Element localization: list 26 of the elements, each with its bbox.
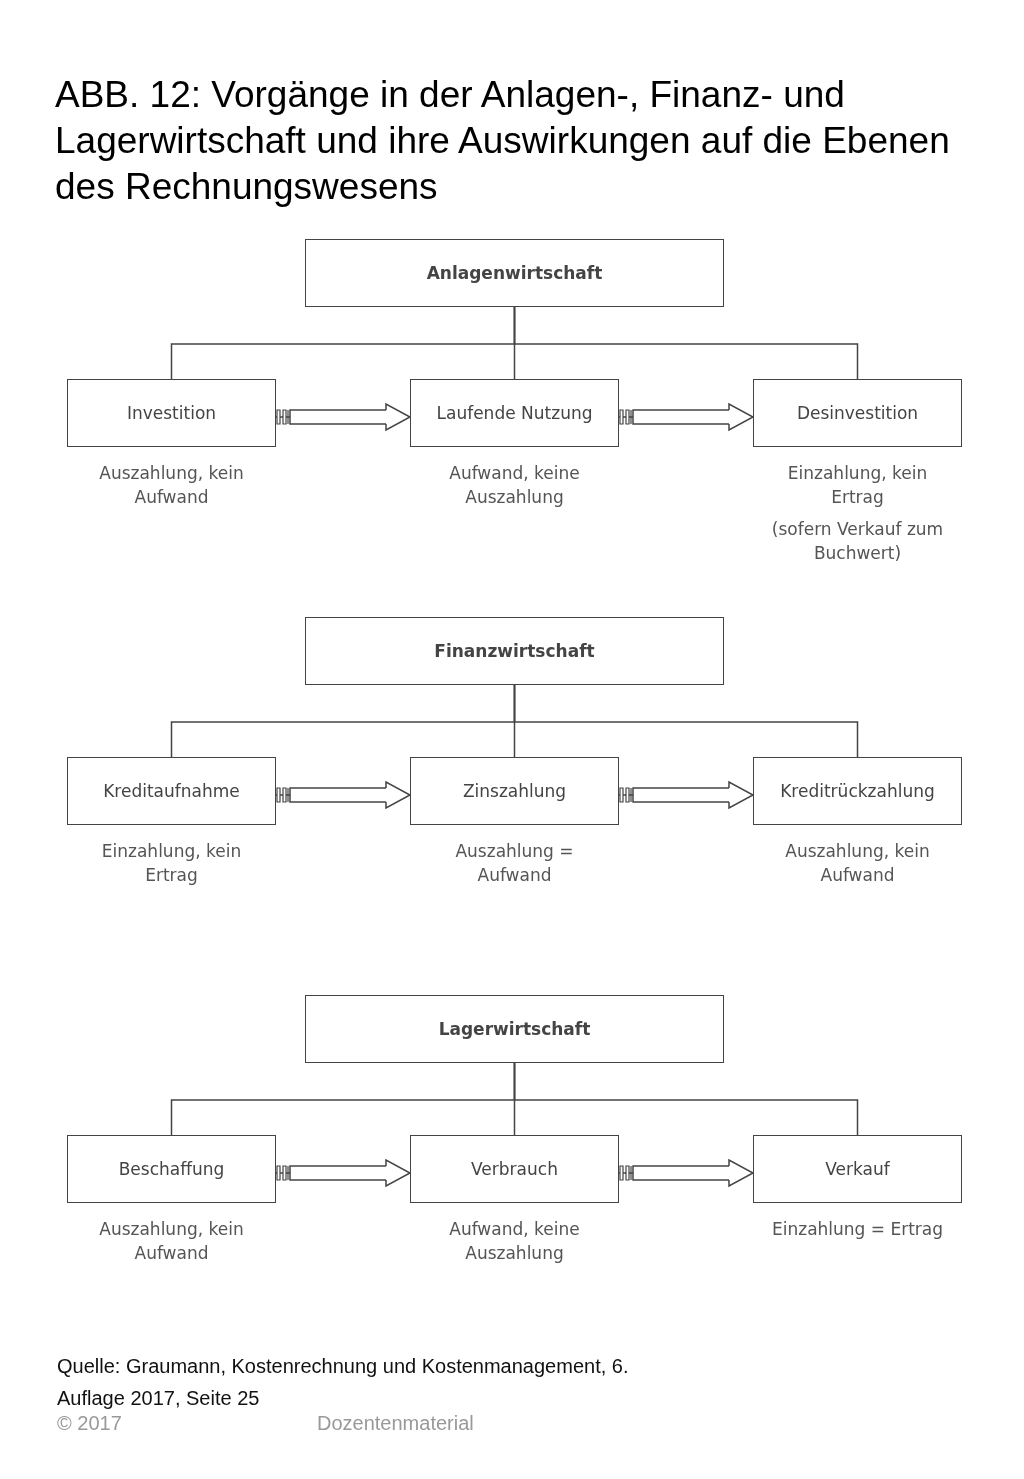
note-text: Einzahlung, kein Ertrag bbox=[786, 462, 929, 509]
note-text: Aufwand, keine Auszahlung bbox=[448, 1218, 581, 1265]
process-box: Kreditaufnahme bbox=[67, 757, 276, 825]
note-text: Auszahlung, kein Aufwand bbox=[98, 1218, 245, 1265]
note-text: (sofern Verkauf zum Buchwert) bbox=[770, 518, 945, 565]
footer-text: © 2017 bbox=[57, 1411, 122, 1436]
source-note: Quelle: Graumann, Kostenrechnung und Kostenmanagement, 6. Auflage 2017, Seite 25 bbox=[57, 1354, 630, 1411]
note-text: Auszahlung = Aufwand bbox=[454, 840, 575, 887]
note-text: Auszahlung, kein Aufwand bbox=[98, 462, 245, 509]
note-text: Aufwand, keine Auszahlung bbox=[448, 462, 581, 509]
process-box: Investition bbox=[67, 379, 276, 447]
process-box: Beschaffung bbox=[67, 1135, 276, 1203]
category-box: Finanzwirtschaft bbox=[305, 617, 724, 685]
title: ABB. 12: Vorgänge in der Anlagen-, Finanz- und Lagerwirtschaft und ihre Auswirkungen auf die Ebenen des Rechnungswesens bbox=[55, 73, 951, 209]
note-text: Einzahlung, kein Ertrag bbox=[100, 840, 243, 887]
note-text: Auszahlung, kein Aufwand bbox=[784, 840, 931, 887]
process-box: Verbrauch bbox=[410, 1135, 619, 1203]
note-text: Einzahlung = Ertrag bbox=[770, 1218, 945, 1241]
process-box: Verkauf bbox=[753, 1135, 962, 1203]
category-box: Anlagenwirtschaft bbox=[305, 239, 724, 307]
category-box: Lagerwirtschaft bbox=[305, 995, 724, 1063]
process-box: Laufende Nutzung bbox=[410, 379, 619, 447]
footer-text: Dozentenmaterial bbox=[317, 1411, 474, 1436]
process-box: Kreditrückzahlung bbox=[753, 757, 962, 825]
process-box: Zinszahlung bbox=[410, 757, 619, 825]
process-box: Desinvestition bbox=[753, 379, 962, 447]
